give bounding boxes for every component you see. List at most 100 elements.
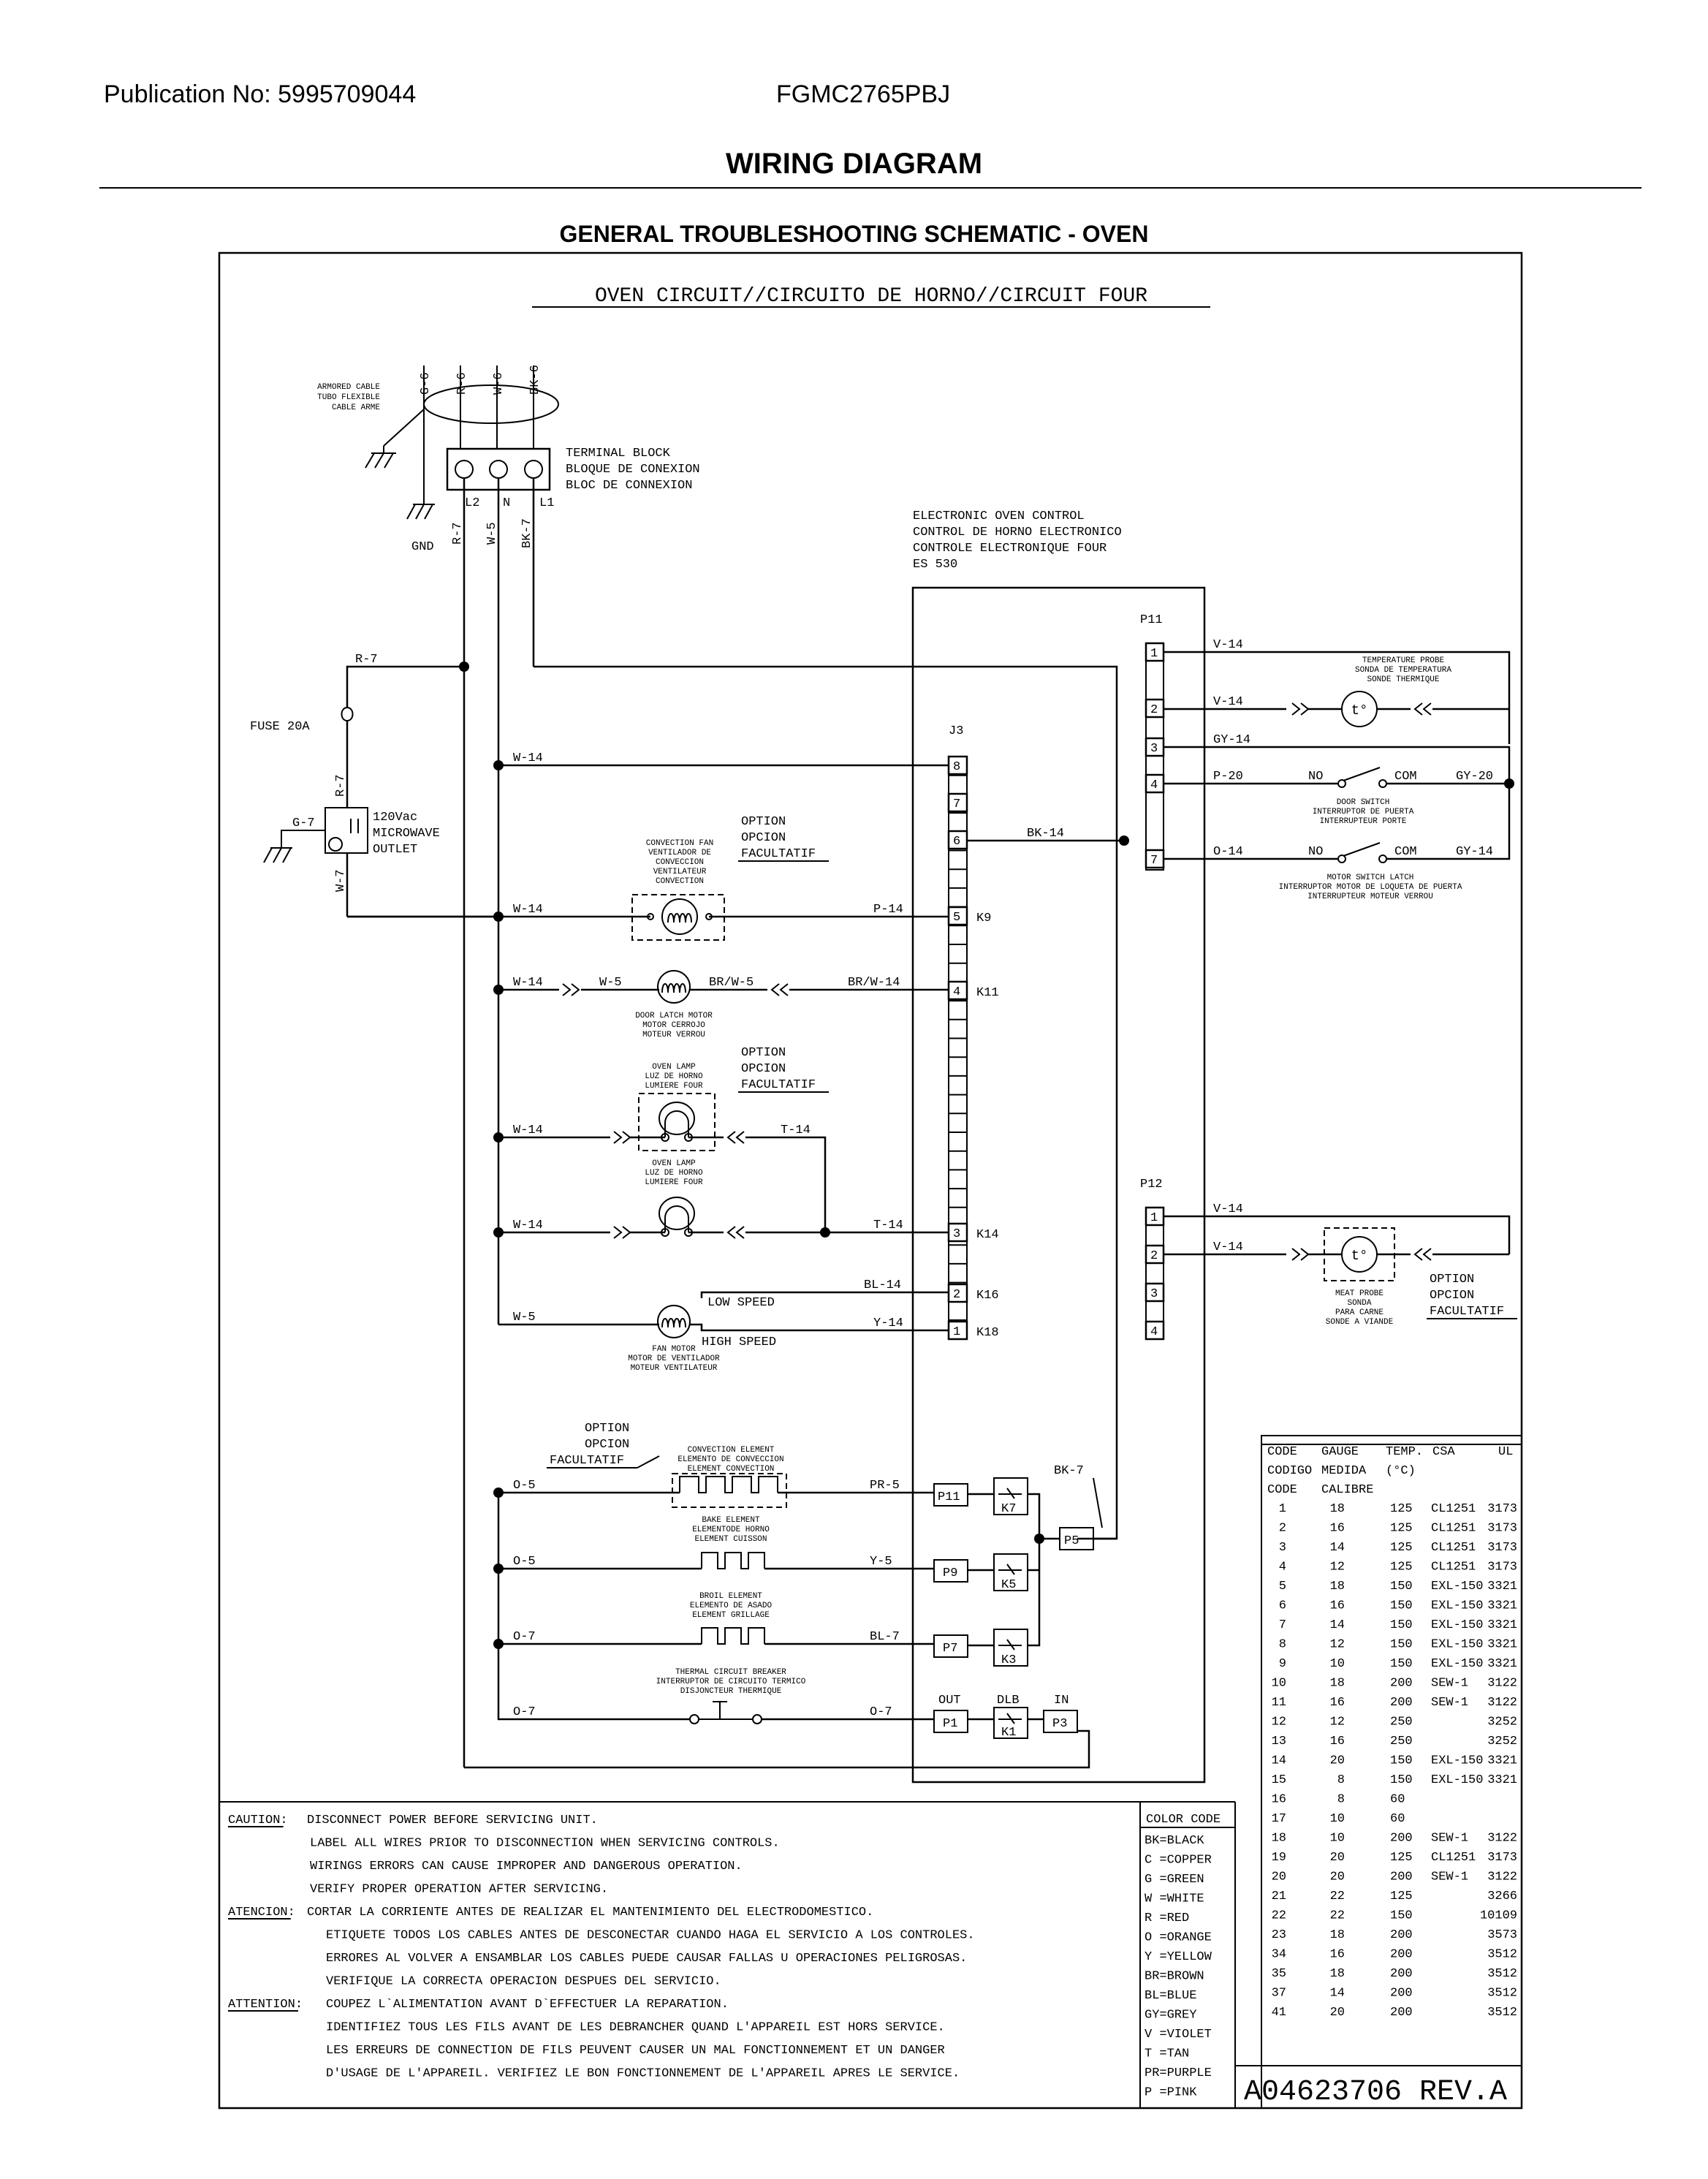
part-number: A04623706 REV.A	[1244, 2076, 1507, 2109]
svg-text:FACULTATIF: FACULTATIF	[741, 1078, 816, 1092]
gauge-cell: 60	[1390, 1793, 1405, 1807]
gauge-cell: 8	[1279, 1638, 1286, 1652]
svg-text:MEAT PROBE: MEAT PROBE	[1335, 1289, 1384, 1298]
gauge-cell: 14	[1330, 1987, 1345, 2001]
svg-text:V-14: V-14	[1213, 1240, 1243, 1254]
gauge-cell: 150	[1390, 1754, 1413, 1768]
svg-text:3: 3	[1150, 742, 1158, 756]
gauge-cell: 22	[1330, 1909, 1345, 1923]
electronic-oven-control-label: ELECTRONIC OVEN CONTROL CONTROL DE HORNO…	[913, 509, 1122, 572]
gauge-cell: 17	[1272, 1812, 1286, 1826]
gauge-cell: 16	[1330, 1599, 1345, 1613]
svg-text:CONVECTION FAN: CONVECTION FAN	[646, 839, 713, 848]
svg-text:LOW SPEED: LOW SPEED	[707, 1296, 775, 1310]
svg-text:P9: P9	[943, 1566, 957, 1580]
gauge-cell: EXL-150	[1431, 1580, 1483, 1593]
gauge-cell: 20	[1272, 1871, 1286, 1884]
gauge-cell: 150	[1390, 1638, 1413, 1652]
color-code-item: T =TAN	[1145, 2047, 1189, 2061]
gauge-cell: 3321	[1487, 1638, 1517, 1652]
color-code-item: O =ORANGE	[1145, 1931, 1212, 1945]
gauge-cell: 13	[1272, 1735, 1286, 1748]
option-oven-lamp: OPTION OPCION FACULTATIF	[738, 1046, 829, 1093]
svg-text:Y-14: Y-14	[873, 1316, 903, 1330]
note-line: VERIFY PROPER OPERATION AFTER SERVICING.	[310, 1883, 608, 1897]
gauge-cell: SEW-1	[1431, 1677, 1468, 1691]
gauge-cell: 18	[1330, 1502, 1345, 1516]
gauge-header-cell: GAUGE	[1321, 1445, 1359, 1459]
svg-text:2: 2	[1150, 1249, 1158, 1263]
gauge-cell: 3122	[1487, 1871, 1517, 1884]
gauge-cell: 3252	[1487, 1716, 1517, 1729]
gauge-cell: EXL-150	[1431, 1773, 1483, 1787]
svg-text:BAKE ELEMENT: BAKE ELEMENT	[702, 1516, 760, 1525]
svg-text:O-7: O-7	[870, 1705, 892, 1719]
gauge-cell: 2	[1279, 1522, 1286, 1536]
svg-text:P3: P3	[1052, 1717, 1067, 1731]
gauge-cell: 150	[1390, 1773, 1413, 1787]
svg-text:W-14: W-14	[513, 751, 543, 765]
gauge-header-cell: (°C)	[1386, 1464, 1416, 1478]
gauge-cell: CL1251	[1431, 1851, 1476, 1865]
j3-connector: J3 8 7 6 5 4 3 2 1 K9 K11 K14 K16 K18	[947, 724, 999, 1341]
gauge-cell: 8	[1337, 1793, 1345, 1807]
svg-text:GND: GND	[411, 540, 434, 554]
gauge-cell: 3512	[1487, 1967, 1517, 1981]
gauge-cell: 18	[1272, 1832, 1286, 1846]
gauge-header-cell: CALIBRE	[1321, 1483, 1373, 1497]
svg-text:120Vac: 120Vac	[373, 811, 417, 825]
gauge-cell: EXL-150	[1431, 1638, 1483, 1652]
svg-text:PR-5: PR-5	[870, 1479, 900, 1493]
svg-text:DISJONCTEUR THERMIQUE: DISJONCTEUR THERMIQUE	[680, 1687, 782, 1696]
fuse-and-outlet: R-7 FUSE 20A R-7 120Vac MICROWAVE OUTLET…	[250, 653, 498, 918]
svg-text:BR/W-14: BR/W-14	[848, 976, 900, 990]
svg-text:CONVECTION: CONVECTION	[656, 877, 704, 886]
gauge-cell: 20	[1330, 1871, 1345, 1884]
svg-text:OPTION: OPTION	[1430, 1273, 1474, 1286]
gauge-cell: 150	[1390, 1909, 1413, 1923]
svg-text:THERMAL CIRCUIT BREAKER: THERMAL CIRCUIT BREAKER	[675, 1668, 786, 1677]
option-conv-fan: OPTION OPCION FACULTATIF	[738, 815, 829, 862]
door-latch-label: DOOR LATCH MOTOR MOTOR CERROJO MOTEUR VE…	[635, 1012, 713, 1039]
svg-text:G-6: G-6	[419, 372, 433, 395]
note-label: CAUTION:	[228, 1814, 288, 1827]
svg-text:ELEMENT CONVECTION: ELEMENT CONVECTION	[688, 1465, 775, 1474]
gauge-cell: 150	[1390, 1580, 1413, 1593]
fan-motor-label: FAN MOTOR MOTOR DE VENTILADOR MOTEUR VEN…	[628, 1345, 720, 1373]
gauge-cell: 5	[1279, 1580, 1286, 1593]
gauge-header-cell: MEDIDA	[1321, 1464, 1367, 1478]
svg-text:TEMPERATURE PROBE: TEMPERATURE PROBE	[1362, 656, 1445, 665]
svg-text:8: 8	[953, 760, 960, 774]
svg-text:L1: L1	[539, 496, 554, 510]
thermal-breaker-label: THERMAL CIRCUIT BREAKER INTERRUPTOR DE C…	[656, 1668, 806, 1696]
gauge-cell: CL1251	[1431, 1522, 1476, 1536]
gauge-cell: 22	[1272, 1909, 1286, 1923]
gauge-cell: 200	[1390, 1948, 1413, 1962]
svg-text:t°: t°	[1351, 702, 1368, 719]
option-meat-probe: OPTION OPCION FACULTATIF	[1427, 1273, 1517, 1319]
gauge-cell: 3173	[1487, 1522, 1517, 1536]
ground-symbol: GND	[406, 450, 435, 554]
motor-latch-label: MOTOR SWITCH LATCH INTERRUPTOR MOTOR DE …	[1279, 874, 1462, 901]
gauge-cell: 6	[1279, 1599, 1286, 1613]
svg-text:SONDE THERMIQUE: SONDE THERMIQUE	[1367, 675, 1439, 684]
note-line: VERIFIQUE LA CORRECTA OPERACION DESPUES …	[326, 1975, 721, 1989]
gauge-cell: 15	[1272, 1773, 1286, 1787]
color-code-item: W =WHITE	[1145, 1892, 1204, 1906]
svg-text:SONDA DE TEMPERATURA: SONDA DE TEMPERATURA	[1355, 666, 1451, 675]
svg-text:3: 3	[953, 1227, 960, 1241]
svg-text:P1: P1	[943, 1717, 957, 1731]
gauge-header-cell: CSA	[1432, 1445, 1455, 1459]
j3-circuits: W-14 BK-14 W-14 P-14 CONVECTION FAN VENT…	[347, 751, 1124, 1373]
note-label: ATTENTION:	[228, 1998, 303, 2012]
gauge-cell: SEW-1	[1431, 1871, 1468, 1884]
svg-text:CABLE ARME: CABLE ARME	[332, 403, 380, 412]
note-line: WIRINGS ERRORS CAN CAUSE IMPROPER AND DA…	[310, 1860, 743, 1873]
gauge-cell: EXL-150	[1431, 1754, 1483, 1768]
gauge-cell: 3321	[1487, 1657, 1517, 1671]
publication-number: Publication No: 5995709044	[104, 80, 417, 108]
svg-text:W-14: W-14	[513, 1219, 543, 1232]
terminal-block: TERMINAL BLOCK BLOQUE DE CONEXION BLOC D…	[446, 447, 700, 510]
